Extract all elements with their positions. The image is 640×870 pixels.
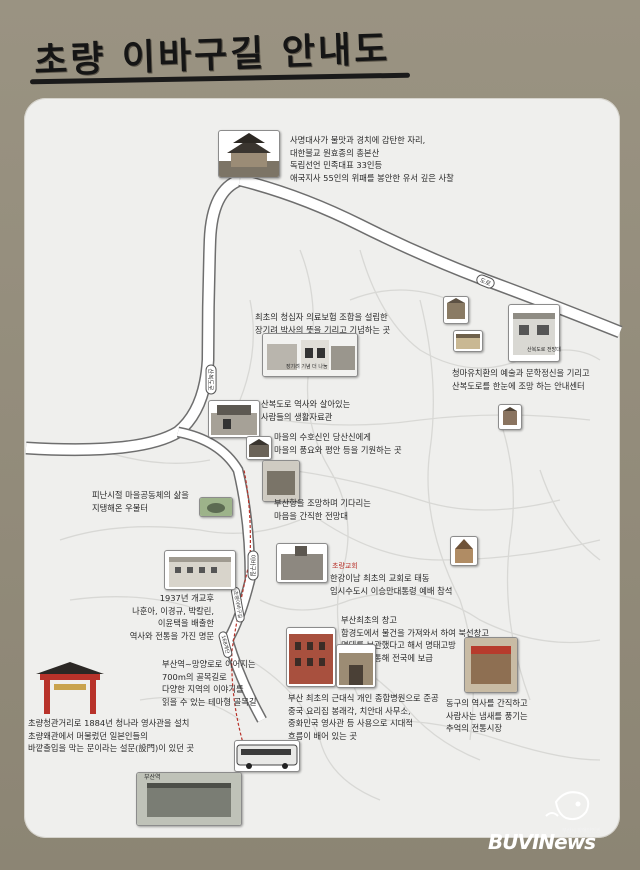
school-icon <box>169 557 231 587</box>
road-label-ibagu: 이바구길 <box>247 550 259 581</box>
jangkiryeo-caption: 장기려 기념 더 나눔 <box>286 364 328 370</box>
shrine-icon <box>249 439 269 457</box>
warehouse-icon <box>339 653 373 685</box>
temple-photo <box>218 130 280 178</box>
observatory-icon <box>263 461 299 501</box>
gate-photo <box>34 660 106 716</box>
bus-photo <box>234 740 300 772</box>
building-icon <box>503 407 517 425</box>
station-photo <box>136 772 242 826</box>
observatory-photo <box>262 460 300 502</box>
hospital-photo <box>286 627 336 687</box>
cheongma-photo-a <box>443 296 469 324</box>
museum-photo <box>208 400 260 438</box>
house-icon <box>263 334 357 376</box>
bus-icon <box>236 744 298 769</box>
church-icon <box>281 546 323 580</box>
church-icon <box>455 539 473 563</box>
map-card <box>24 98 620 838</box>
jangkiryeo-photo <box>262 333 358 377</box>
dangsan-photo <box>246 436 272 460</box>
cheongma-caption-c: 산복도로 전망대 <box>527 347 561 353</box>
building-icon <box>456 334 480 349</box>
road-label-sanbok: 산복도로 <box>205 364 217 395</box>
church2-photo <box>450 536 478 566</box>
cheongma-photo-c <box>508 304 560 362</box>
logo-sub: 부산시 장애인인권 <box>562 828 601 834</box>
cheongma-photo-b <box>453 330 483 352</box>
church-caption: 초량교회 <box>332 562 358 570</box>
warehouse-photo <box>336 644 376 688</box>
well-photo <box>199 497 233 517</box>
market-photo <box>464 637 518 693</box>
church-photo <box>276 543 328 583</box>
minor-streets <box>59 249 601 801</box>
brick-building-icon <box>289 634 333 684</box>
cheongma-photo-d <box>498 404 522 430</box>
temple-icon <box>219 133 279 177</box>
building-icon <box>513 313 555 355</box>
station-caption: 부산역 <box>144 774 161 781</box>
gate-icon <box>36 662 104 714</box>
buvinews-logo <box>545 791 590 821</box>
market-icon <box>465 638 517 692</box>
school-photo <box>164 550 236 590</box>
well-icon <box>200 498 232 516</box>
station-icon <box>137 773 241 825</box>
logo-brand: BUVINews <box>488 830 596 854</box>
building-icon <box>447 298 465 319</box>
house-icon <box>211 405 257 435</box>
